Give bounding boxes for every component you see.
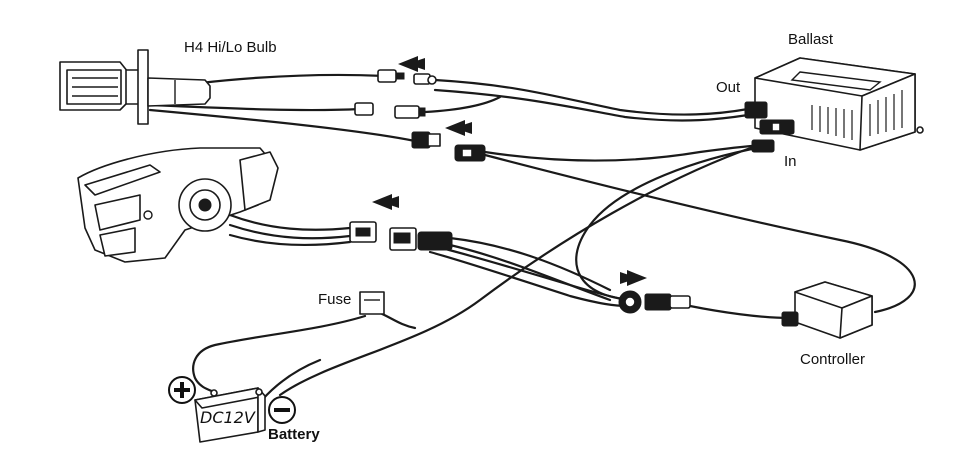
bulb-wire-lower (148, 103, 362, 112)
battery-rating: DC12V (200, 408, 255, 427)
fuse-holder (359, 291, 385, 315)
controller-label: Controller (800, 351, 866, 368)
connector-cable (423, 95, 502, 114)
socket-cable (483, 143, 764, 162)
ballast-label: Ballast (788, 31, 834, 48)
minus-terminal-icon (268, 396, 296, 424)
wires (148, 73, 916, 402)
plus-terminal-icon (168, 376, 196, 404)
bulb-connectors (354, 69, 486, 162)
headlamp-housing (77, 147, 377, 263)
harness-b (228, 223, 352, 240)
positive-lead (192, 314, 367, 394)
battery (194, 387, 266, 443)
arrow-left-2 (445, 120, 472, 136)
out-cable-b (433, 88, 750, 122)
lamp-plug (389, 227, 453, 251)
h4-bulb (59, 49, 211, 125)
out-cable-a (433, 78, 750, 116)
relay-harness (618, 290, 691, 314)
bulb-label: H4 Hi/Lo Bulb (184, 39, 277, 56)
plug-harness-b (448, 243, 612, 302)
arrow-right-1 (620, 270, 647, 286)
direction-arrows (372, 56, 647, 286)
plug-harness-a (448, 236, 612, 292)
bulb-wire-socket (148, 108, 417, 143)
arrow-left-1 (398, 56, 425, 72)
long-cable (483, 153, 916, 314)
in-cable-to-controller (575, 144, 770, 302)
ballast-in-label: In (784, 153, 797, 170)
harness-a (228, 213, 352, 231)
power-cable-main (428, 243, 630, 302)
relay-to-controller (688, 304, 792, 320)
cross-cable (278, 144, 758, 397)
ballast (744, 57, 924, 153)
fuse-label: Fuse (318, 291, 352, 308)
harness-c (228, 233, 352, 247)
ballast-out-label: Out (716, 79, 741, 96)
controller (781, 281, 873, 339)
arrow-left-3 (372, 194, 399, 210)
negative-lead (260, 358, 322, 402)
battery-label: Battery (268, 426, 320, 443)
power-cable-main-b (428, 250, 630, 308)
